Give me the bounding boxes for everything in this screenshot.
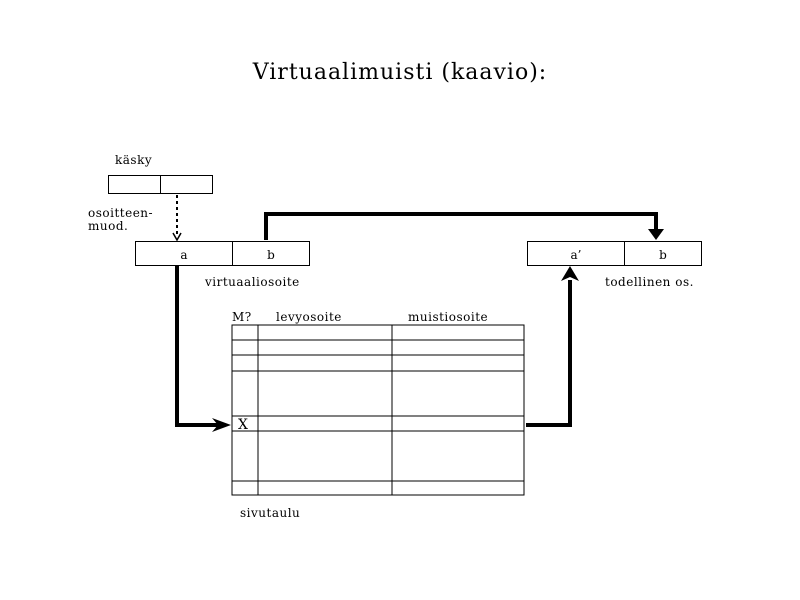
page-lookup-arrow-line bbox=[175, 266, 220, 427]
address-formation-label-line1: osoitteen- bbox=[88, 206, 154, 220]
physical-address-offset-field: b bbox=[659, 248, 667, 262]
page-table-header-disk-address: levyosoite bbox=[276, 310, 342, 324]
page-table-label: sivutaulu bbox=[240, 506, 301, 520]
page-lookup-arrowhead bbox=[212, 418, 231, 432]
diagram-title: Virtuaalimuisti (kaavio): bbox=[252, 60, 548, 85]
instruction-label: käsky bbox=[115, 153, 153, 167]
virtual-address-page-field: a bbox=[136, 242, 233, 265]
frame-result-arrowhead bbox=[561, 266, 579, 281]
address-formation-arrowhead bbox=[172, 232, 182, 242]
physical-address-register: a’ b bbox=[527, 241, 702, 266]
instruction-register bbox=[108, 175, 213, 194]
virtual-address-offset-field: b bbox=[267, 248, 275, 262]
virtual-address-label: virtuaaliosoite bbox=[205, 275, 300, 289]
physical-address-label: todellinen os. bbox=[605, 275, 694, 289]
page-table-present-mark: X bbox=[238, 417, 249, 433]
page-table-header-present: M? bbox=[232, 310, 252, 324]
physical-address-frame-field: a’ bbox=[528, 242, 625, 265]
offset-copy-arrowhead bbox=[648, 229, 664, 240]
page-table-border bbox=[231, 324, 525, 496]
address-formation-label-line2: muod. bbox=[88, 219, 129, 233]
instruction-field-1 bbox=[109, 176, 161, 193]
page-table-header-memory-address: muistiosoite bbox=[408, 310, 489, 324]
virtual-address-register: a b bbox=[135, 241, 310, 266]
frame-result-arrow-line bbox=[526, 280, 572, 427]
offset-copy-arrow-line bbox=[264, 212, 658, 240]
page-table-grid bbox=[231, 324, 525, 496]
